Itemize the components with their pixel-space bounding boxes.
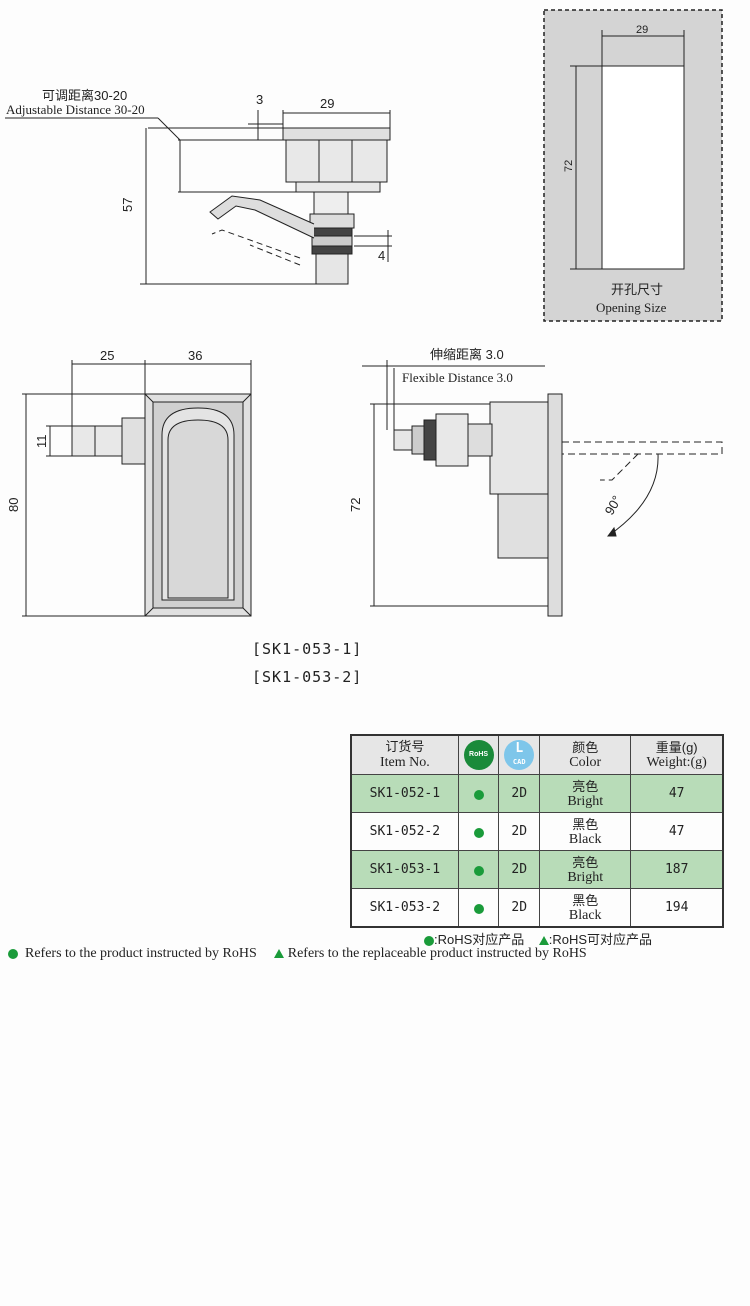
cell-color-en: Black xyxy=(568,907,602,923)
legend-cn-replaceable: :RoHS可对应产品 xyxy=(548,932,653,947)
cell-item: SK1-052-2 xyxy=(350,812,459,851)
header-weight-en: Weight:(g) xyxy=(646,755,707,770)
dim-25: 25 xyxy=(100,348,114,363)
side-view-top xyxy=(5,110,392,285)
adjustable-distance-en: Adjustable Distance 30-20 xyxy=(6,102,145,117)
header-item: 订货号 Item No. xyxy=(350,734,459,775)
cell-color-en: Black xyxy=(568,831,602,847)
legend-en-replaceable: Refers to the replaceable product instru… xyxy=(287,946,587,961)
model-label-2: [SK1-053-2] xyxy=(252,668,363,686)
rohs-dot-icon xyxy=(473,903,484,914)
replaceable-triangle-icon xyxy=(538,936,549,946)
dim-36: 36 xyxy=(188,348,202,363)
cell-color-en: Bright xyxy=(567,793,604,809)
legend-cn: :RoHS对应产品 :RoHS可对应产品 xyxy=(424,929,652,948)
dim-29-top: 29 xyxy=(320,96,334,111)
cell-weight: 47 xyxy=(630,774,724,813)
dim-4: 4 xyxy=(378,248,385,263)
dim-3: 3 xyxy=(256,92,263,107)
cell-weight: 187 xyxy=(630,850,724,889)
cell-cad: 2D xyxy=(498,774,541,813)
cell-item: SK1-052-1 xyxy=(350,774,459,813)
opening-size-view xyxy=(543,9,723,322)
cell-color-cn: 亮色 xyxy=(572,854,599,870)
cell-cad: 2D xyxy=(498,812,541,851)
opening-size-cn: 开孔尺寸 xyxy=(611,282,663,297)
legend-cn-rohs: :RoHS对应产品 xyxy=(434,932,525,947)
replaceable-triangle-icon xyxy=(274,949,285,959)
opening-dim-width: 29 xyxy=(636,24,648,36)
opening-size-en: Opening Size xyxy=(596,300,667,315)
front-view xyxy=(22,360,252,617)
rohs-dot-icon xyxy=(473,827,484,838)
flexible-distance-en: Flexible Distance 3.0 xyxy=(402,370,513,385)
adjustable-distance-cn: 可调距离30-20 xyxy=(42,88,128,103)
flexible-distance-cn: 伸缩距离 3.0 xyxy=(430,347,504,362)
model-label-1: [SK1-053-1] xyxy=(252,640,363,658)
rohs-dot-icon xyxy=(8,948,18,959)
rohs-dot-icon xyxy=(473,789,484,800)
cell-item: SK1-053-2 xyxy=(350,888,459,928)
dim-72-side: 72 xyxy=(348,498,363,512)
cell-weight: 47 xyxy=(630,812,724,851)
cad-icon-label: CAD xyxy=(512,758,526,766)
dim-57: 57 xyxy=(120,198,135,212)
cell-color-cn: 亮色 xyxy=(572,778,599,794)
cell-item: SK1-053-1 xyxy=(350,850,459,889)
legend-en: Refers to the product instructed by RoHS… xyxy=(8,946,587,962)
cell-rohs xyxy=(457,888,500,928)
cell-cad: 2D xyxy=(498,850,541,889)
rohs-dot-icon xyxy=(424,935,434,946)
header-item-cn: 订货号 xyxy=(385,740,425,755)
dim-80: 80 xyxy=(6,498,21,512)
header-weight-cn: 重量(g) xyxy=(655,740,698,755)
dim-11: 11 xyxy=(34,435,49,449)
header-weight: 重量(g) Weight:(g) xyxy=(630,734,724,775)
cell-rohs xyxy=(457,850,500,889)
opening-dim-height: 72 xyxy=(563,160,575,172)
cell-color-cn: 黑色 xyxy=(572,892,599,908)
technical-drawing: 29 3 57 4 29 72 开孔尺寸 Opening Size xyxy=(5,9,723,617)
cell-weight: 194 xyxy=(630,888,724,928)
header-color: 颜色 Color xyxy=(539,734,632,775)
legend-en-rohs: Refers to the product instructed by RoHS xyxy=(25,946,257,961)
header-rohs: RoHS xyxy=(457,734,500,775)
cell-color-cn: 黑色 xyxy=(572,816,599,832)
angle-90: 90° xyxy=(602,493,625,518)
side-view-right xyxy=(362,360,723,617)
header-color-cn: 颜色 xyxy=(572,740,599,755)
cell-rohs xyxy=(457,774,500,813)
cell-color-en: Bright xyxy=(567,869,604,885)
cell-cad: 2D xyxy=(498,888,541,928)
cell-rohs xyxy=(457,812,500,851)
rohs-icon: RoHS xyxy=(463,740,494,770)
rohs-dot-icon xyxy=(473,865,484,876)
header-color-en: Color xyxy=(569,755,602,770)
header-item-en: Item No. xyxy=(379,755,430,770)
